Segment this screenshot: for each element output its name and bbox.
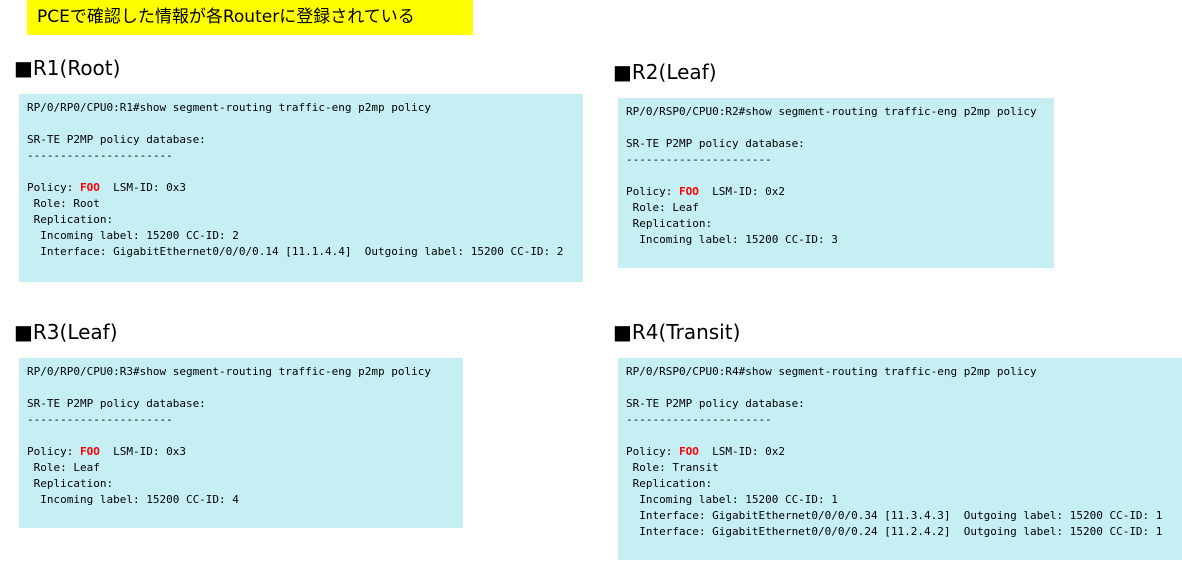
separator: ---------------------- — [626, 153, 772, 166]
blank-line — [626, 428, 1174, 444]
policy-label: Policy: — [27, 181, 80, 194]
replication-line: Replication: — [626, 477, 713, 490]
cli-prompt: RP/0/RP0/CPU0:R3#show segment-routing tr… — [27, 365, 431, 378]
policy-line: Policy: FOO LSM-ID: 0x2 — [626, 184, 1046, 200]
role-line: Role: Leaf — [626, 201, 699, 214]
policy-name: FOO — [79, 445, 100, 458]
r2-cli-output: RP/0/RSP0/CPU0:R2#show segment-routing t… — [618, 98, 1054, 268]
separator: ---------------------- — [27, 413, 173, 426]
detail-line: Incoming label: 15200 CC-ID: 4 — [27, 493, 239, 506]
db-title: SR-TE P2MP policy database: — [626, 137, 805, 150]
blank-line — [27, 380, 455, 396]
replication-line: Replication: — [27, 477, 114, 490]
cli-prompt: RP/0/RSP0/CPU0:R2#show segment-routing t… — [626, 105, 1037, 118]
lsm-id: LSM-ID: 0x3 — [99, 181, 186, 194]
detail-line: Interface: GigabitEthernet0/0/0/0.34 [11… — [626, 509, 1163, 522]
r4-cli-output: RP/0/RSP0/CPU0:R4#show segment-routing t… — [618, 358, 1182, 560]
policy-label: Policy: — [626, 185, 679, 198]
policy-label: Policy: — [626, 445, 679, 458]
detail-line: Incoming label: 15200 CC-ID: 3 — [626, 233, 838, 246]
policy-line: Policy: FOO LSM-ID: 0x2 — [626, 444, 1174, 460]
r3-cli-output: RP/0/RP0/CPU0:R3#show segment-routing tr… — [19, 358, 463, 528]
role-line: Role: Transit — [626, 461, 719, 474]
blank-line — [27, 116, 575, 132]
blank-line — [626, 380, 1174, 396]
policy-name: FOO — [678, 185, 699, 198]
r3-heading: ■R3(Leaf) — [14, 320, 118, 344]
policy-name: FOO — [79, 181, 100, 194]
db-title: SR-TE P2MP policy database: — [626, 397, 805, 410]
policy-line: Policy: FOO LSM-ID: 0x3 — [27, 180, 575, 196]
r2-heading: ■R2(Leaf) — [613, 60, 717, 84]
policy-label: Policy: — [27, 445, 80, 458]
separator: ---------------------- — [626, 413, 772, 426]
policy-line: Policy: FOO LSM-ID: 0x3 — [27, 444, 455, 460]
replication-line: Replication: — [626, 217, 713, 230]
summary-banner: PCEで確認した情報が各Routerに登録されている — [27, 0, 473, 35]
policy-name: FOO — [678, 445, 699, 458]
blank-line — [626, 168, 1046, 184]
detail-line: Incoming label: 15200 CC-ID: 1 — [626, 493, 838, 506]
separator: ---------------------- — [27, 149, 173, 162]
db-title: SR-TE P2MP policy database: — [27, 133, 206, 146]
r1-heading: ■R1(Root) — [14, 56, 121, 80]
cli-prompt: RP/0/RSP0/CPU0:R4#show segment-routing t… — [626, 365, 1037, 378]
blank-line — [27, 428, 455, 444]
detail-line: Interface: GigabitEthernet0/0/0/0.24 [11… — [626, 525, 1163, 538]
role-line: Role: Root — [27, 197, 100, 210]
detail-line: Incoming label: 15200 CC-ID: 2 — [27, 229, 239, 242]
detail-line: Interface: GigabitEthernet0/0/0/0.14 [11… — [27, 245, 564, 258]
r1-cli-output: RP/0/RP0/CPU0:R1#show segment-routing tr… — [19, 94, 583, 282]
blank-line — [626, 120, 1046, 136]
r4-heading: ■R4(Transit) — [613, 320, 741, 344]
replication-line: Replication: — [27, 213, 114, 226]
lsm-id: LSM-ID: 0x3 — [99, 445, 186, 458]
lsm-id: LSM-ID: 0x2 — [698, 445, 785, 458]
db-title: SR-TE P2MP policy database: — [27, 397, 206, 410]
role-line: Role: Leaf — [27, 461, 100, 474]
lsm-id: LSM-ID: 0x2 — [698, 185, 785, 198]
cli-prompt: RP/0/RP0/CPU0:R1#show segment-routing tr… — [27, 101, 431, 114]
blank-line — [27, 164, 575, 180]
